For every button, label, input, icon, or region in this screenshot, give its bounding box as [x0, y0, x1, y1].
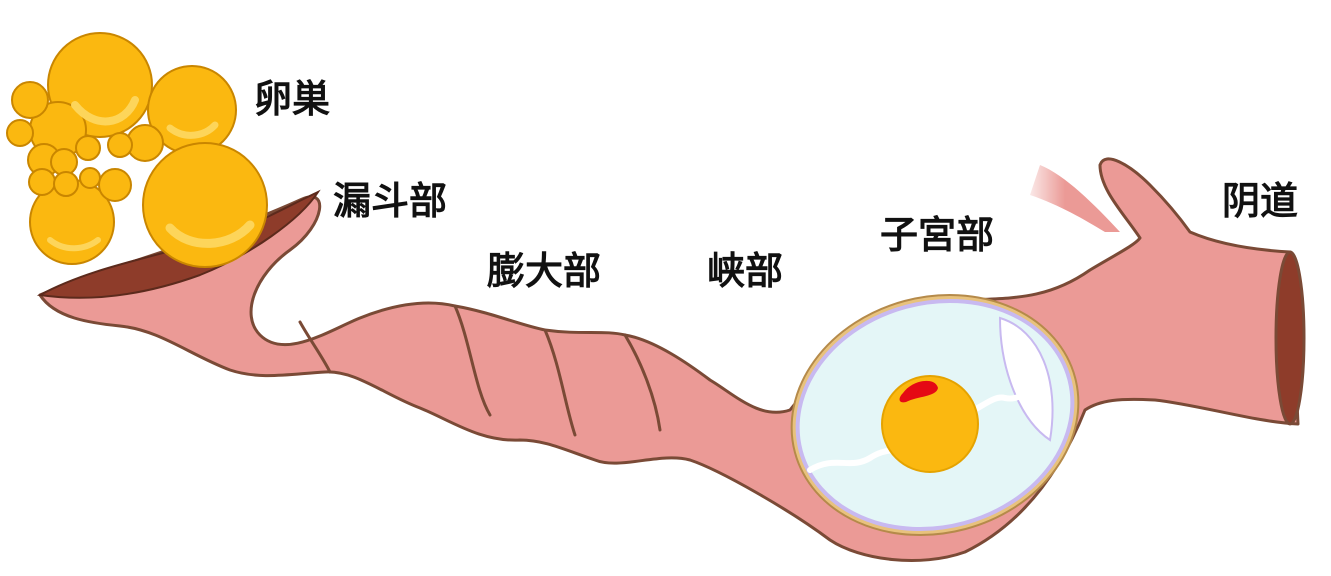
ampulla-spiral-folds [298, 304, 662, 437]
label-vagina: 阴道 [1222, 179, 1299, 223]
egg-in-uterus-icon [790, 294, 1080, 536]
vaginal-opening [1274, 250, 1306, 426]
blastodisc [899, 380, 938, 403]
ovary-follicle-cluster-icon [6, 32, 268, 268]
label-ovary: 卵巣 [254, 77, 331, 121]
infundibulum-rim [36, 189, 321, 299]
label-ampulla: 膨大部 [487, 249, 602, 293]
label-infundibulum: 漏斗部 [333, 179, 448, 223]
label-isthmus: 峡部 [707, 249, 784, 293]
label-uterine-part: 子宮部 [880, 213, 995, 257]
